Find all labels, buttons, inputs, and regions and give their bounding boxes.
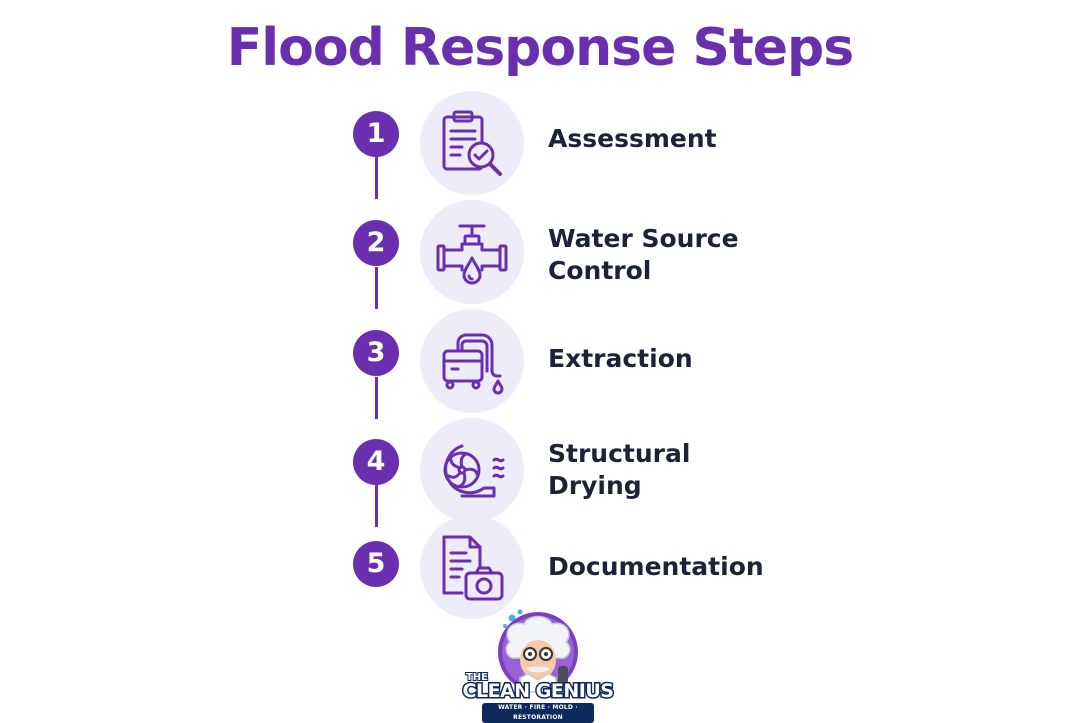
step-label-line: Extraction	[548, 344, 693, 373]
valve-pipe-drop-icon	[436, 224, 508, 285]
step-label-line: Water Source	[548, 224, 739, 253]
extraction-machine-icon	[442, 333, 504, 395]
page-title: Flood Response Steps	[226, 18, 854, 78]
clipboard-magnifier-icon	[442, 110, 502, 176]
step-connector	[375, 377, 378, 419]
step-icon-circle	[420, 515, 524, 619]
step-icon-circle	[420, 418, 524, 522]
step-label-line: Documentation	[548, 552, 764, 581]
logo-tagline: WATER · FIRE · MOLD · RESTORATION	[482, 703, 594, 723]
step-icon-circle	[420, 309, 524, 413]
genius-mascot-icon	[498, 609, 578, 693]
step-label: Documentation	[548, 551, 764, 583]
document-camera-icon	[442, 535, 504, 601]
logo-brand-name: CLEAN GENIUS	[461, 679, 615, 704]
clean-genius-logo: THE CLEAN GENIUS WATER · FIRE · MOLD · R…	[461, 608, 615, 723]
step-icon-circle	[420, 200, 524, 304]
step-number-badge: 2	[353, 220, 399, 266]
step-label: Assessment	[548, 123, 717, 155]
step-icon-circle	[420, 91, 524, 195]
step-connector	[375, 485, 378, 527]
step-connector	[375, 157, 378, 199]
step-number-badge: 3	[353, 330, 399, 376]
step-label-line: Drying	[548, 471, 642, 500]
step-number-badge: 5	[353, 541, 399, 587]
step-label-line: Control	[548, 256, 652, 285]
step-number-badge: 4	[353, 439, 399, 485]
step-label-line: Structural	[548, 439, 691, 468]
step-label: Extraction	[548, 343, 693, 375]
logo-prefix: THE	[465, 671, 489, 684]
step-number-badge: 1	[353, 111, 399, 157]
step-label: Structural Drying	[548, 438, 690, 502]
step-label-line: Assessment	[548, 124, 717, 153]
step-label: Water Source Control	[548, 223, 739, 287]
air-mover-fan-icon	[443, 444, 505, 498]
step-connector	[375, 267, 378, 309]
